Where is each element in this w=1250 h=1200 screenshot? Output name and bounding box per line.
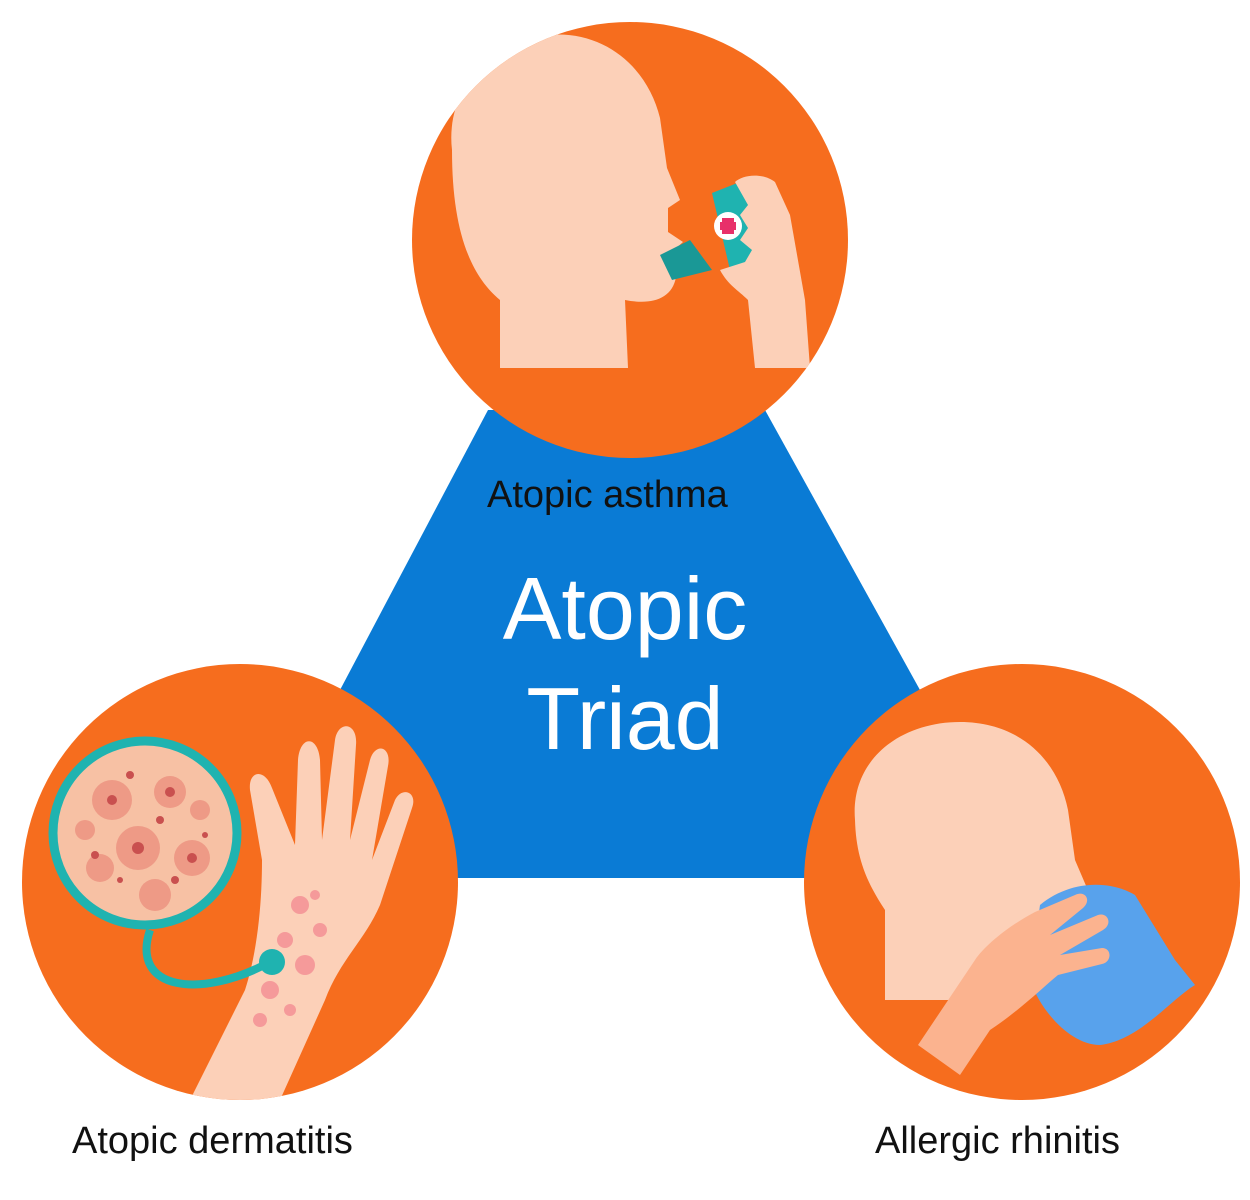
asthma-circle	[412, 22, 848, 458]
hand-silhouette	[720, 175, 810, 368]
label-atopic-dermatitis: Atopic dermatitis	[72, 1120, 353, 1162]
title-line-1: Atopic	[502, 559, 748, 658]
triad-triangle	[340, 410, 920, 878]
title-line-2: Triad	[526, 669, 724, 768]
rash-spots	[253, 890, 327, 1027]
dermatitis-circle	[22, 664, 458, 1100]
rhinitis-circle	[804, 664, 1240, 1100]
hand-silhouette-right	[918, 893, 1110, 1075]
head-silhouette	[451, 34, 683, 368]
label-atopic-asthma: Atopic asthma	[487, 474, 728, 516]
magnifier-rash-icon	[48, 736, 285, 989]
tissue-icon	[1030, 884, 1195, 1045]
label-allergic-rhinitis: Allergic rhinitis	[875, 1120, 1120, 1162]
